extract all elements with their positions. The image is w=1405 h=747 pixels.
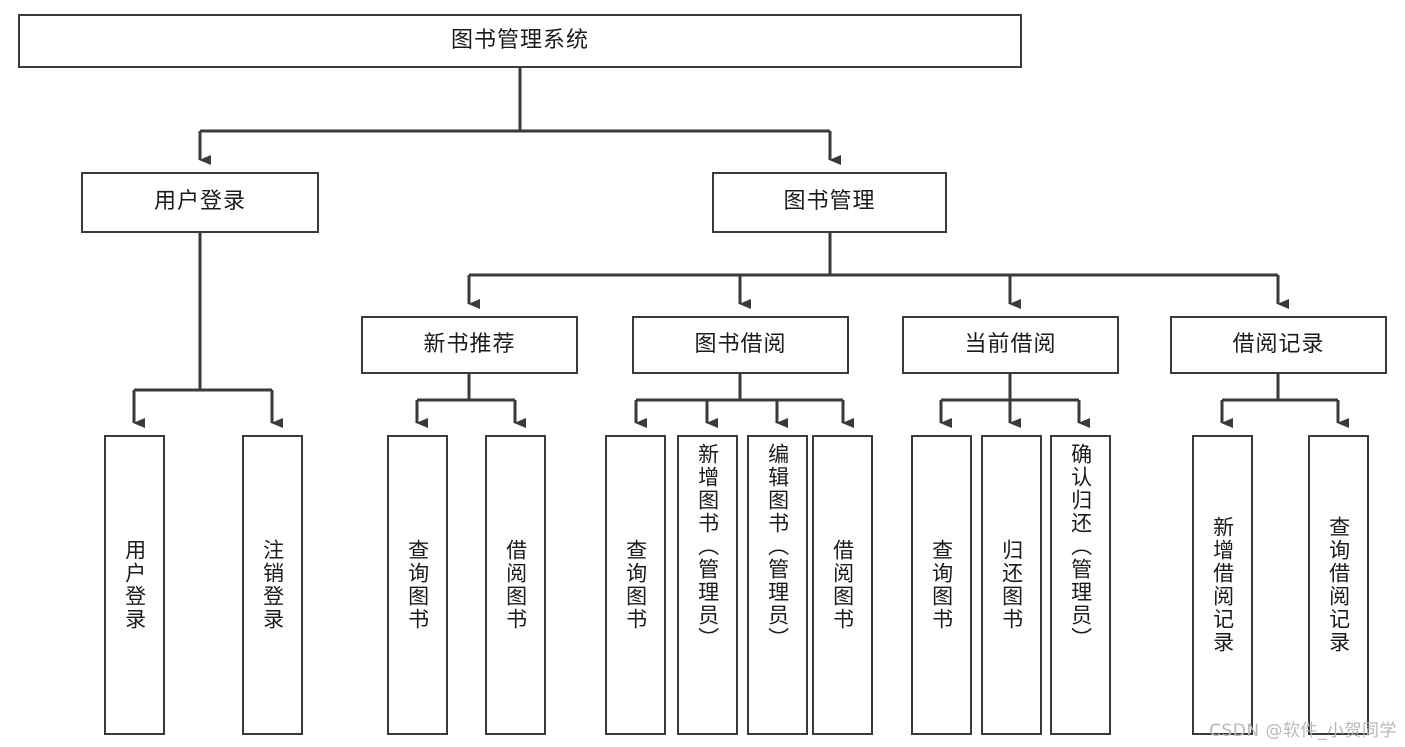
- node-label: 新增图书（管理员）: [695, 443, 720, 650]
- leaf-query-books-borrow[interactable]: 查询图书: [605, 435, 666, 735]
- leaf-borrow-books[interactable]: 借阅图书: [812, 435, 873, 735]
- node-label: 用户登录: [153, 189, 246, 215]
- node-borrowing-records[interactable]: 借阅记录: [1170, 316, 1387, 374]
- node-label: 新增借阅记录: [1210, 516, 1235, 654]
- node-label: 查询图书: [405, 539, 430, 631]
- node-label: 新书推荐: [423, 331, 516, 357]
- leaf-query-borrow-record[interactable]: 查询借阅记录: [1308, 435, 1369, 735]
- node-new-book-recommendation[interactable]: 新书推荐: [361, 316, 578, 374]
- leaf-query-books-current[interactable]: 查询图书: [911, 435, 972, 735]
- node-current-borrowing[interactable]: 当前借阅: [902, 316, 1119, 374]
- leaf-add-book-admin[interactable]: 新增图书（管理员）: [677, 435, 738, 735]
- node-label: 查询图书: [623, 539, 648, 631]
- node-label: 查询借阅记录: [1326, 516, 1351, 654]
- leaf-return-books[interactable]: 归还图书: [981, 435, 1042, 735]
- leaf-query-books-recommend[interactable]: 查询图书: [387, 435, 448, 735]
- node-user-login[interactable]: 用户登录: [81, 172, 319, 233]
- leaf-user-login[interactable]: 用户登录: [104, 435, 165, 735]
- node-label: 注销登录: [260, 539, 285, 631]
- node-label: 借阅图书: [503, 539, 528, 631]
- node-label: 编辑图书（管理员）: [765, 443, 790, 650]
- leaf-add-borrow-record[interactable]: 新增借阅记录: [1192, 435, 1253, 735]
- node-label: 借阅记录: [1232, 331, 1325, 357]
- node-label: 图书管理: [783, 189, 876, 215]
- node-label: 图书管理系统: [450, 27, 589, 53]
- node-label: 归还图书: [999, 539, 1024, 631]
- node-label: 确认归还（管理员）: [1068, 443, 1093, 650]
- csdn-watermark: CSDN @软件_小贺同学: [1209, 721, 1397, 741]
- leaf-edit-book-admin[interactable]: 编辑图书（管理员）: [747, 435, 808, 735]
- leaf-confirm-return-admin[interactable]: 确认归还（管理员）: [1050, 435, 1111, 735]
- leaf-logout[interactable]: 注销登录: [242, 435, 303, 735]
- node-label: 当前借阅: [964, 331, 1057, 357]
- node-label: 图书借阅: [694, 331, 787, 357]
- node-book-management[interactable]: 图书管理: [712, 172, 947, 233]
- node-book-borrowing[interactable]: 图书借阅: [632, 316, 849, 374]
- node-label: 查询图书: [929, 539, 954, 631]
- leaf-borrow-books-recommend[interactable]: 借阅图书: [485, 435, 546, 735]
- node-root-book-management-system[interactable]: 图书管理系统: [18, 14, 1022, 68]
- node-label: 借阅图书: [830, 539, 855, 631]
- node-label: 用户登录: [122, 539, 147, 631]
